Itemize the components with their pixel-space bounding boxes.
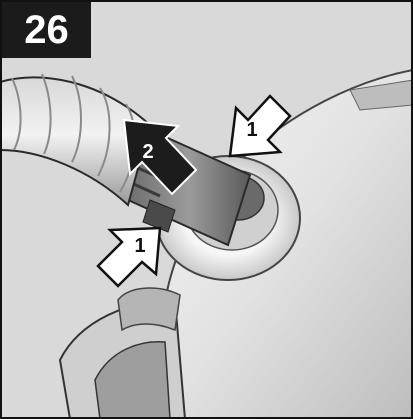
outline-arrow-icon: 1 (96, 226, 162, 288)
callout-1-right: 1 (246, 119, 257, 141)
carry-handle (58, 287, 187, 419)
callout-1-left: 1 (134, 235, 145, 257)
solid-arrow-icon: 2 (122, 118, 198, 196)
outline-arrow-icon: 1 (228, 94, 292, 158)
step-number-badge: 26 (2, 2, 91, 58)
callout-2: 2 (142, 141, 153, 163)
